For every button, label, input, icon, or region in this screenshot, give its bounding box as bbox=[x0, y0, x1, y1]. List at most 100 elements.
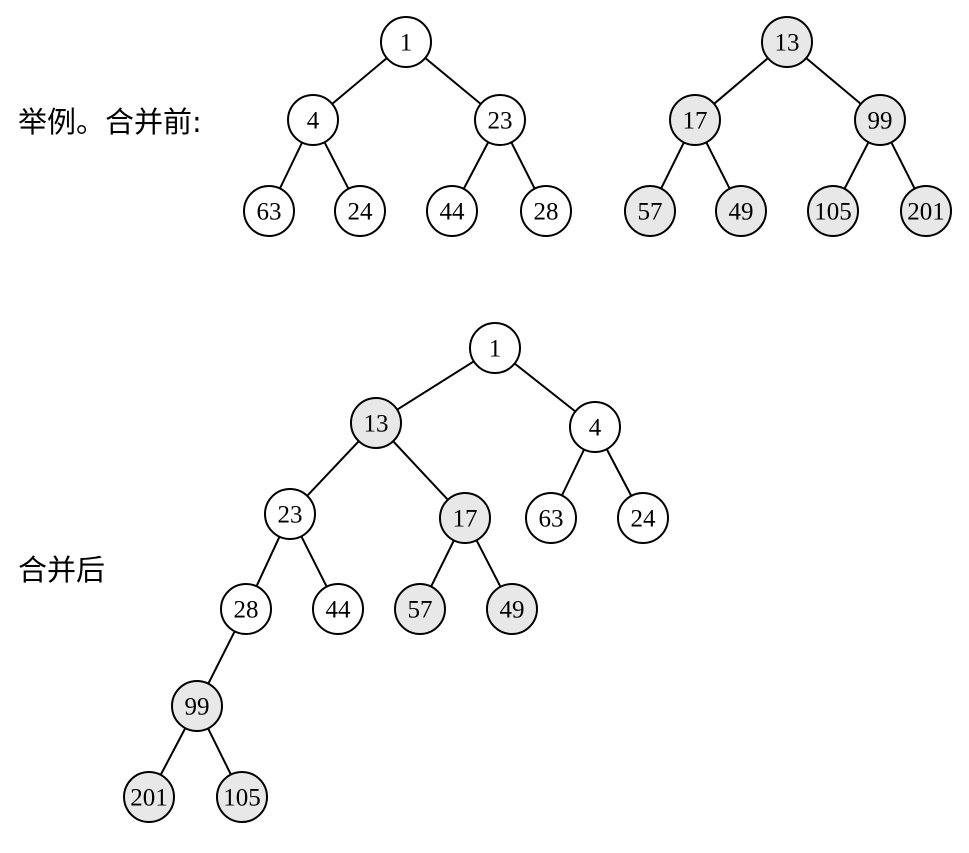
tree-edge bbox=[660, 141, 685, 190]
node-circle bbox=[243, 185, 295, 237]
tree-node: 17 bbox=[669, 94, 721, 146]
tree-edge bbox=[430, 539, 455, 588]
node-label: 57 bbox=[638, 199, 663, 226]
node-label: 24 bbox=[348, 199, 374, 226]
node-circle bbox=[486, 583, 538, 635]
node-label: 44 bbox=[440, 199, 466, 226]
edges-layer bbox=[159, 57, 916, 776]
tree-edge bbox=[392, 440, 449, 501]
tree-node: 24 bbox=[617, 492, 669, 544]
node-label: 28 bbox=[234, 597, 259, 624]
node-circle bbox=[220, 583, 272, 635]
node-label: 44 bbox=[326, 597, 352, 624]
node-circle bbox=[617, 492, 669, 544]
tree-edge bbox=[462, 141, 490, 190]
tree-edge bbox=[513, 362, 577, 413]
node-label: 13 bbox=[775, 30, 800, 57]
node-label: 57 bbox=[408, 597, 433, 624]
node-circle bbox=[216, 771, 268, 823]
nodes-layer: 1 4 23 63 24 44 28 13 17 99 57 49 105 201 1 13 4 23 17 63 24… bbox=[123, 16, 952, 823]
node-circle bbox=[624, 185, 676, 237]
node-circle bbox=[469, 322, 521, 374]
tree-edge bbox=[207, 727, 232, 776]
tree-edge bbox=[159, 727, 187, 776]
tree-node: 28 bbox=[220, 583, 272, 635]
tree-edge bbox=[278, 142, 304, 189]
node-label: 105 bbox=[814, 199, 852, 226]
node-label: 63 bbox=[257, 199, 282, 226]
node-label: 13 bbox=[364, 411, 389, 438]
tree-edge bbox=[331, 57, 388, 105]
tree-node: 4 bbox=[287, 94, 339, 146]
node-label: 23 bbox=[278, 502, 303, 529]
node-circle bbox=[854, 94, 906, 146]
tree-node: 1 bbox=[469, 322, 521, 374]
tree-node: 23 bbox=[474, 94, 526, 146]
node-circle bbox=[171, 680, 223, 732]
tree-edge bbox=[510, 141, 536, 190]
tree-node: 201 bbox=[123, 771, 175, 823]
node-circle bbox=[761, 16, 813, 68]
tree-node: 49 bbox=[715, 185, 767, 237]
node-label: 24 bbox=[631, 506, 657, 533]
tree-node: 13 bbox=[350, 397, 402, 449]
tree-node: 4 bbox=[569, 401, 621, 453]
tree-node: 49 bbox=[486, 583, 538, 635]
node-label: 17 bbox=[683, 108, 708, 135]
tree-edge bbox=[843, 141, 870, 190]
tree-edge bbox=[560, 449, 586, 496]
tree-edge bbox=[323, 141, 350, 190]
tree-node: 1 bbox=[380, 16, 432, 68]
tree-edge bbox=[306, 440, 360, 497]
node-label: 201 bbox=[907, 199, 945, 226]
node-label: 4 bbox=[307, 108, 320, 135]
tree-node: 13 bbox=[761, 16, 813, 68]
tree-edge bbox=[300, 535, 328, 588]
tree-node: 23 bbox=[264, 488, 316, 540]
tree-edge bbox=[207, 630, 236, 685]
tree-edge bbox=[424, 57, 482, 105]
node-circle bbox=[350, 397, 402, 449]
node-label: 99 bbox=[185, 694, 210, 721]
tree-node: 28 bbox=[520, 185, 572, 237]
node-label: 1 bbox=[489, 336, 502, 363]
node-label: 63 bbox=[539, 506, 564, 533]
tree-node: 63 bbox=[525, 492, 577, 544]
node-label: 1 bbox=[400, 30, 413, 57]
caption-before-merge: 举例。合并前: bbox=[18, 105, 202, 139]
node-circle bbox=[525, 492, 577, 544]
tree-node: 99 bbox=[854, 94, 906, 146]
tree-node: 63 bbox=[243, 185, 295, 237]
node-circle bbox=[264, 488, 316, 540]
tree-node: 57 bbox=[394, 583, 446, 635]
node-circle bbox=[287, 94, 339, 146]
node-circle bbox=[123, 771, 175, 823]
tree-edge bbox=[475, 539, 502, 588]
node-label: 99 bbox=[868, 108, 893, 135]
tree-node: 44 bbox=[426, 185, 478, 237]
node-label: 201 bbox=[130, 785, 168, 812]
tree-node: 57 bbox=[624, 185, 676, 237]
node-label: 49 bbox=[500, 597, 525, 624]
node-circle bbox=[334, 185, 386, 237]
node-circle bbox=[426, 185, 478, 237]
tree-node: 24 bbox=[334, 185, 386, 237]
tree-edge bbox=[890, 141, 916, 190]
node-circle bbox=[715, 185, 767, 237]
node-circle bbox=[439, 492, 491, 544]
node-circle bbox=[669, 94, 721, 146]
tree-node: 99 bbox=[171, 680, 223, 732]
node-circle bbox=[900, 185, 952, 237]
tree-edge bbox=[396, 360, 475, 411]
tree-edge bbox=[605, 448, 633, 497]
tree-node: 17 bbox=[439, 492, 491, 544]
node-circle bbox=[394, 583, 446, 635]
node-circle bbox=[520, 185, 572, 237]
tree-edge bbox=[705, 141, 731, 190]
tree-node: 105 bbox=[216, 771, 268, 823]
node-label: 28 bbox=[534, 199, 559, 226]
node-label: 49 bbox=[729, 199, 754, 226]
node-label: 105 bbox=[223, 785, 261, 812]
node-circle bbox=[474, 94, 526, 146]
